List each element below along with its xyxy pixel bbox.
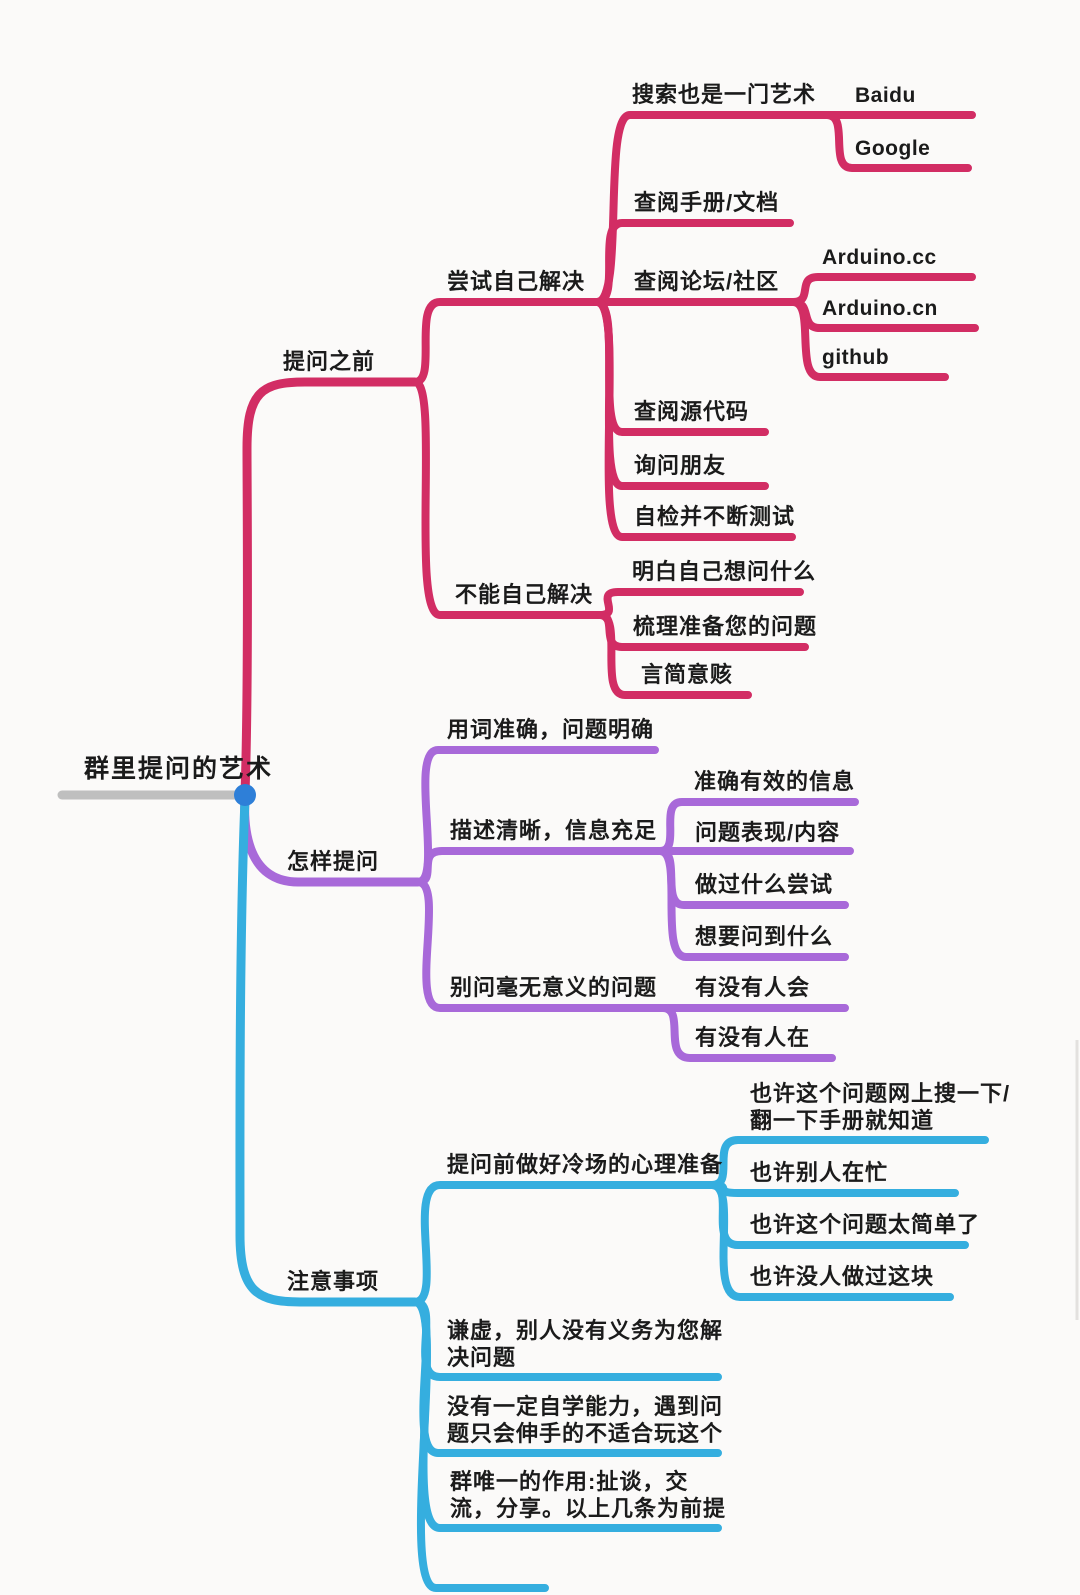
node-google: Google	[855, 137, 931, 160]
node-github: github	[822, 346, 890, 369]
edge-prepare-silence	[411, 1181, 716, 1306]
edge-self-check	[593, 298, 796, 541]
edges-how-to-ask	[240, 746, 859, 1062]
node-read-source-code: 查阅源代码	[634, 399, 750, 424]
node-search-is-an-art: 搜索也是一门艺术	[632, 82, 817, 107]
node-be-humble: 谦虚，别人没有义务为您解 决问题	[447, 1318, 724, 1370]
node-what-attempts-made: 做过什么尝试	[695, 872, 834, 897]
node-be-concise: 言简意赅	[641, 662, 734, 687]
edge-manual-docs	[593, 219, 794, 306]
node-baidu: Baidu	[855, 84, 916, 107]
edge-google	[823, 111, 972, 172]
node-maybe-nobody-done: 也许没人做过这块	[750, 1264, 935, 1289]
node-notes: 注意事项	[287, 1269, 380, 1294]
node-root-title: 群里提问的艺术	[84, 755, 274, 783]
node-anyone-know-how: 有没有人会	[695, 975, 811, 1000]
edge-cannot-solve	[411, 378, 604, 619]
node-what-you-want-to-know: 想要问到什么	[695, 924, 834, 949]
node-before-asking: 提问之前	[283, 349, 376, 374]
edge-maybe-busy	[708, 1181, 959, 1197]
edge-trunk-before-asking	[240, 377, 420, 798]
node-try-solve-yourself: 尝试自己解决	[447, 269, 586, 294]
node-how-to-ask: 怎样提问	[287, 849, 380, 874]
root-node-dot	[234, 784, 256, 806]
edge-be-concise	[596, 611, 752, 699]
node-prepare-for-silence: 提问前做好冷场的心理准备	[447, 1152, 724, 1177]
node-arduino-cc: Arduino.cc	[822, 246, 937, 269]
node-organize-your-question: 梳理准备您的问题	[633, 614, 818, 639]
edge-github	[789, 298, 949, 381]
node-cannot-solve-yourself: 不能自己解决	[455, 582, 594, 607]
edge-maybe-nobody-done	[708, 1181, 954, 1301]
node-consult-manual-docs: 查阅手册/文档	[634, 190, 780, 215]
node-arduino-cn: Arduino.cn	[822, 297, 938, 320]
node-accurate-info: 准确有效的信息	[694, 769, 856, 794]
edge-anyone-there	[659, 1004, 836, 1062]
edge-meaningless-questions	[414, 878, 849, 1012]
edge-what-to-know	[656, 847, 849, 961]
edge-clipped-bottom-node	[411, 1298, 549, 1592]
node-maybe-searchable: 也许这个问题网上搜一下/ 翻一下手册就知道	[750, 1081, 1011, 1133]
node-know-what-to-ask: 明白自己想问什么	[632, 559, 817, 584]
node-self-check-testing: 自检并不断测试	[634, 504, 796, 529]
edges-notes	[235, 794, 989, 1592]
edges-before-asking	[240, 111, 979, 798]
node-consult-forum-community: 查阅论坛/社区	[634, 269, 780, 294]
node-dont-ask-meaningless: 别问毫无意义的问题	[450, 975, 658, 1000]
node-maybe-others-busy: 也许别人在忙	[750, 1160, 889, 1185]
node-accurate-wording: 用词准确，问题明确	[447, 717, 655, 742]
node-clear-description: 描述清晰，信息充足	[450, 818, 658, 843]
node-anyone-there: 有没有人在	[695, 1025, 811, 1050]
edge-try-solve-and-forum	[411, 298, 797, 386]
node-maybe-too-simple: 也许这个问题太简单了	[750, 1212, 981, 1237]
node-group-purpose: 群唯一的作用:扯谈，交 流，分享。以上几条为前提	[450, 1469, 727, 1521]
edge-trunk-notes	[235, 794, 420, 1307]
node-problem-symptom-content: 问题表现/内容	[695, 820, 841, 845]
node-self-learning-required: 没有一定自学能力，遇到问 题只会伸手的不适合玩这个	[447, 1394, 724, 1446]
node-ask-friends: 询问朋友	[634, 453, 727, 478]
